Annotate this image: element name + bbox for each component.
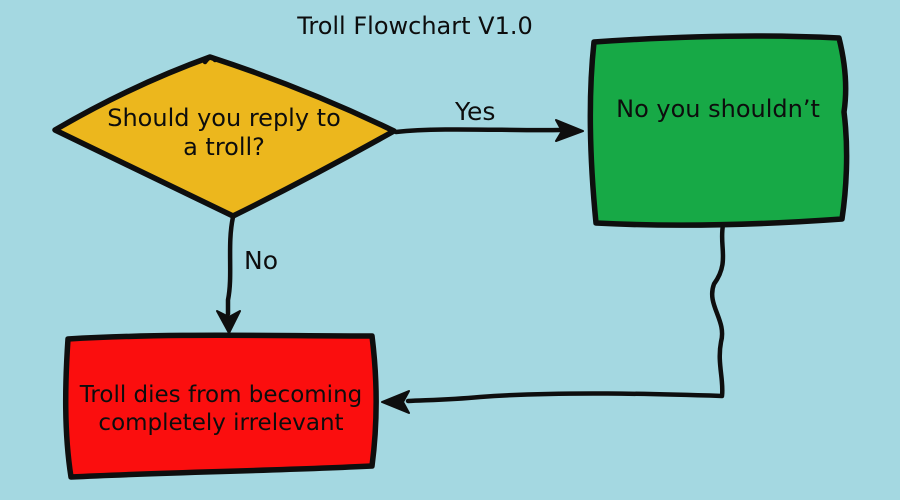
no-outcome-box-shape: [62, 332, 379, 480]
decision-node-label-line2: a troll?: [183, 133, 265, 161]
decision-node-label: Should you reply to a troll?: [74, 104, 374, 162]
decision-node-label-line1: Should you reply to: [107, 104, 341, 132]
yes-edge-line: [393, 127, 563, 135]
no-arrowhead-icon: [216, 310, 241, 334]
no-outcome-node-label-line1: Troll dies from becoming: [79, 382, 363, 408]
yes-outcome-box-shape: [587, 33, 850, 228]
no-edge-line: [225, 214, 236, 317]
yes-arrowhead-icon: [555, 119, 584, 142]
yes-edge-label: Yes: [455, 97, 496, 126]
no-outcome-node-label: Troll dies from becoming completely irre…: [66, 381, 376, 437]
no-outcome-node-label-line2: completely irrelevant: [98, 410, 344, 436]
page-title: Troll Flowchart V1.0: [297, 12, 533, 40]
no-edge-label: No: [244, 246, 278, 275]
green-to-red-edge-line: [405, 222, 726, 404]
yes-outcome-node-label: No you shouldn’t: [616, 95, 820, 123]
diamond-apex-stroke: [202, 55, 218, 65]
green-to-red-arrowhead-icon: [381, 390, 410, 414]
